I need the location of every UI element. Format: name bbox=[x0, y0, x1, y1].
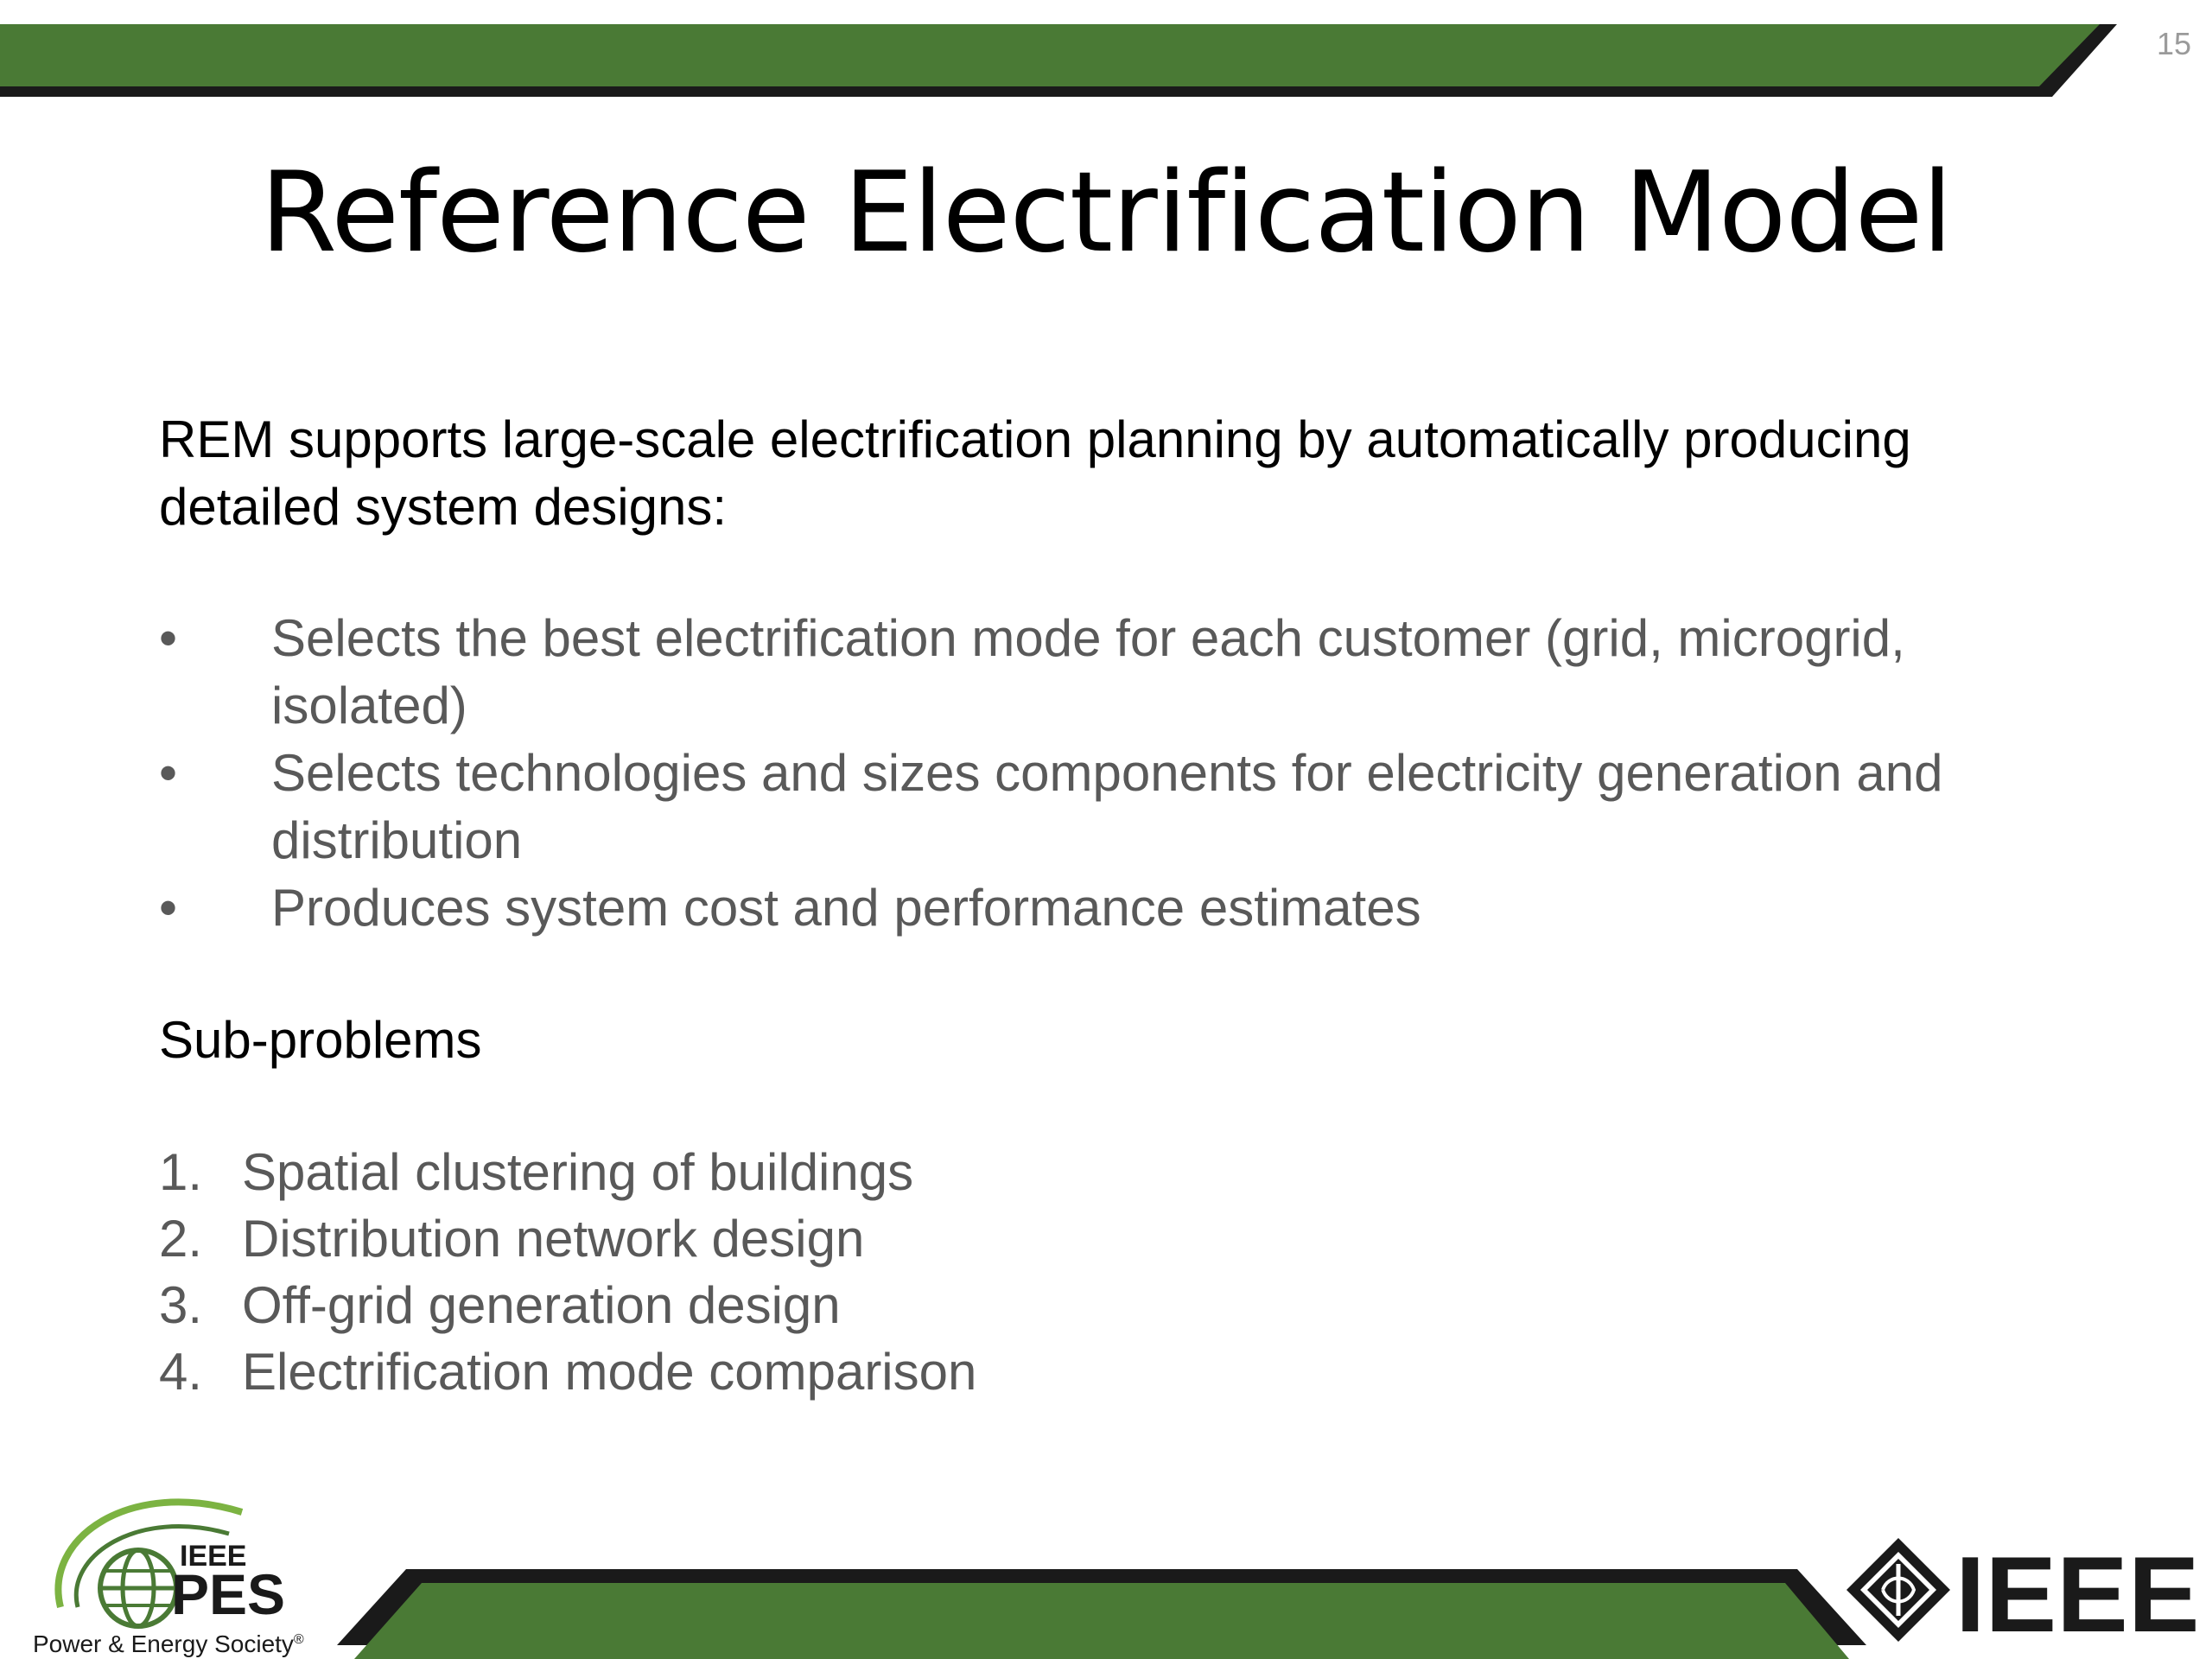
subproblem-text: Electrification mode comparison bbox=[242, 1343, 977, 1401]
bullet-list: • Selects the best electrification mode … bbox=[159, 605, 2112, 942]
bullet-marker: • bbox=[159, 744, 178, 802]
subproblem-item: 1. Spatial clustering of buildings bbox=[159, 1139, 976, 1205]
pes-registered-mark: ® bbox=[294, 1632, 304, 1647]
subproblem-number: 4. bbox=[159, 1343, 203, 1401]
pes-small-text: IEEE bbox=[180, 1540, 246, 1573]
subproblem-text: Distribution network design bbox=[242, 1210, 865, 1268]
subproblem-item: 2. Distribution network design bbox=[159, 1205, 976, 1272]
ieee-pes-logo: IEEE PES Power & Energy Society® bbox=[33, 1498, 304, 1657]
pes-big-text: PES bbox=[171, 1562, 285, 1626]
subproblem-text: Spatial clustering of buildings bbox=[242, 1143, 914, 1201]
subproblem-number: 3. bbox=[159, 1276, 203, 1334]
subproblem-item: 3. Off-grid generation design bbox=[159, 1272, 976, 1338]
pes-tagline-text: Power & Energy Society bbox=[33, 1630, 294, 1657]
subproblem-item: 4. Electrification mode comparison bbox=[159, 1338, 976, 1405]
bullet-text: Selects technologies and sizes component… bbox=[271, 744, 1943, 869]
bullet-text: Produces system cost and performance est… bbox=[271, 879, 1421, 937]
bottom-band-green bbox=[354, 1583, 1849, 1659]
bottom-accent-band bbox=[337, 1569, 1866, 1659]
slide-title: Reference Electrification Model bbox=[260, 149, 1953, 277]
pes-swoosh-outer bbox=[54, 1498, 244, 1608]
bullet-item: • Produces system cost and performance e… bbox=[159, 874, 2112, 942]
subproblems-heading: Sub-problems bbox=[159, 1011, 482, 1069]
intro-paragraph: REM supports large-scale electrification… bbox=[159, 410, 1911, 536]
subproblem-text: Off-grid generation design bbox=[242, 1276, 841, 1334]
ieee-wordmark: IEEE bbox=[1955, 1535, 2200, 1650]
bullet-marker: • bbox=[159, 609, 178, 667]
pes-tagline: Power & Energy Society® bbox=[33, 1630, 304, 1657]
subproblems-list: 1. Spatial clustering of buildings 2. Dist… bbox=[159, 1139, 976, 1405]
globe-icon bbox=[98, 1548, 179, 1629]
ieee-logo: IEEE bbox=[1847, 1535, 2200, 1650]
bullet-text: Selects the best electrification mode fo… bbox=[271, 609, 1905, 734]
ieee-diamond-icon bbox=[1847, 1538, 1950, 1642]
subproblem-number: 1. bbox=[159, 1143, 203, 1201]
pes-swoosh-inner bbox=[73, 1524, 230, 1608]
bullet-item: • Selects technologies and sizes compone… bbox=[159, 740, 2112, 874]
page-number: 15 bbox=[2156, 26, 2191, 61]
bullet-marker: • bbox=[159, 879, 178, 937]
bullet-item: • Selects the best electrification mode … bbox=[159, 605, 2112, 740]
top-accent-band bbox=[0, 24, 2117, 97]
subproblem-number: 2. bbox=[159, 1210, 203, 1268]
top-band-green bbox=[0, 24, 2100, 86]
